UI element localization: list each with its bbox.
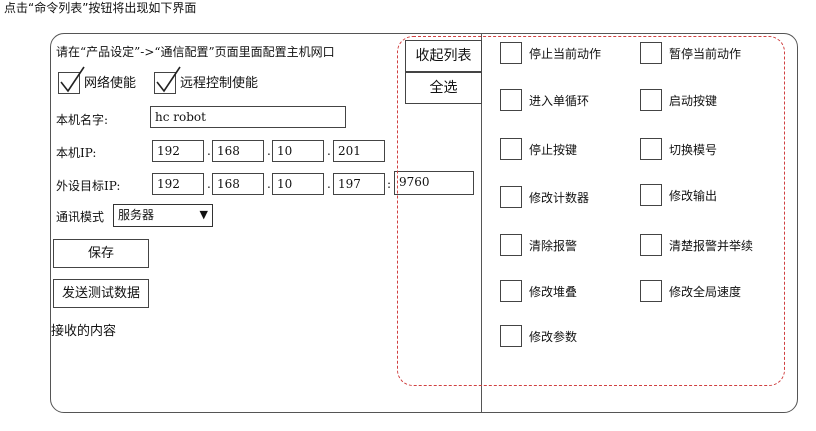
target-ip-label: 外设目标IP: [56,179,121,193]
remote-control-checkbox[interactable] [154,66,181,94]
cmd-label: 修改全局速度 [669,285,742,299]
network-panel [50,33,798,413]
cmd-label: 修改堆叠 [529,285,578,299]
cmd-label: 修改参数 [529,330,578,344]
cmd-label: 修改计数器 [529,191,590,205]
cmd-checkbox[interactable] [640,89,662,111]
cmd-checkbox[interactable] [640,184,662,206]
cmd-label: 进入单循环 [529,94,590,108]
cmd-label: 启动按键 [669,94,718,108]
cmd-checkbox[interactable] [640,280,662,302]
checkmark-icon [156,66,181,93]
cmd-checkbox[interactable] [640,138,662,160]
remote-control-label: 远程控制使能 [180,76,259,91]
received-content-label: 接收的内容 [51,324,117,339]
comm-mode-label: 通讯模式 [56,210,105,224]
target-ip-octet-2[interactable]: 168 [212,173,264,195]
dropdown-arrow-icon: ▼ [199,208,208,221]
network-enable-label: 网络使能 [84,76,137,91]
local-ip-octet-4[interactable]: 201 [333,140,385,162]
hostname-label: 本机名字: [56,113,109,127]
cmd-label: 修改输出 [669,189,718,203]
config-hint: 请在“产品设定”->“通信配置”页面里面配置主机网口 [56,45,335,59]
local-ip-octet-3[interactable]: 10 [272,140,324,162]
cmd-label: 清楚报警并举续 [669,239,754,253]
cmd-checkbox[interactable] [640,234,662,256]
cmd-label: 停止当前动作 [529,47,602,61]
save-button[interactable]: 保存 [53,239,149,268]
comm-mode-value: 服务器 [118,208,155,222]
local-ip-octet-2[interactable]: 168 [212,140,264,162]
cmd-checkbox[interactable] [640,42,662,64]
comm-mode-select[interactable]: 服务器 ▼ [113,204,213,227]
cmd-checkbox[interactable] [500,280,522,302]
select-all-button[interactable]: 全选 [405,72,482,104]
send-test-data-button[interactable]: 发送测试数据 [53,279,149,308]
page-caption: 点击“命令列表”按钮将出现如下界面 [4,1,197,15]
network-enable-checkbox[interactable] [58,66,85,94]
target-ip-octet-4[interactable]: 197 [333,173,385,195]
cmd-label: 切换模号 [669,143,718,157]
target-port-input[interactable]: 9760 [394,171,474,195]
checkmark-icon [60,66,85,93]
cmd-label: 停止按键 [529,143,578,157]
hostname-input[interactable]: hc robot [150,106,346,128]
collapse-list-button[interactable]: 收起列表 [405,40,482,72]
cmd-label: 清除报警 [529,239,578,253]
local-ip-octet-1[interactable]: 192 [152,140,204,162]
target-ip-octet-3[interactable]: 10 [272,173,324,195]
cmd-checkbox[interactable] [500,89,522,111]
panel-divider [481,33,482,413]
local-ip-label: 本机IP: [56,146,97,160]
cmd-checkbox[interactable] [500,234,522,256]
cmd-checkbox[interactable] [500,42,522,64]
cmd-checkbox[interactable] [500,186,522,208]
target-ip-octet-1[interactable]: 192 [152,173,204,195]
cmd-label: 暂停当前动作 [669,47,742,61]
cmd-checkbox[interactable] [500,138,522,160]
cmd-checkbox[interactable] [500,325,522,347]
